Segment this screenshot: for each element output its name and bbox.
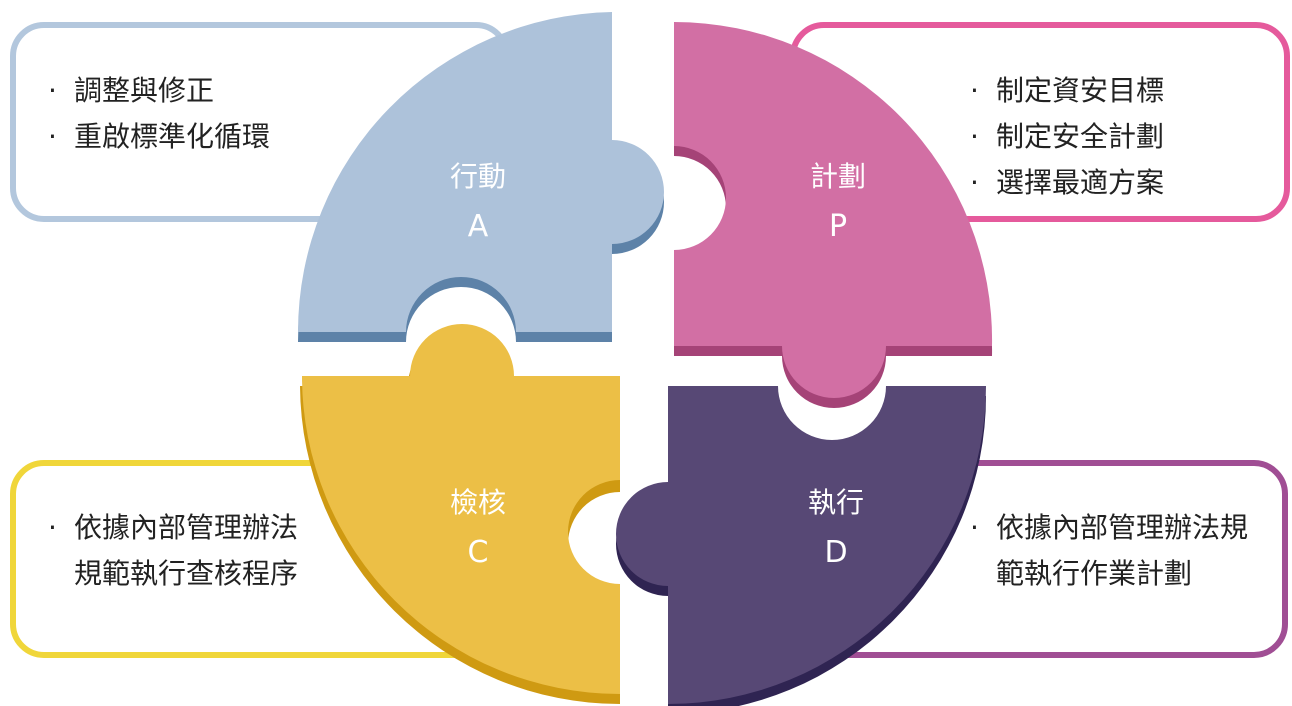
list-item: 依據內部管理辦法規範執行作業計劃 (970, 505, 1270, 597)
act-name: 行動 (450, 160, 506, 193)
list-item: 重啟標準化循環 (48, 114, 270, 160)
act-piece-face (298, 12, 664, 332)
plan-piece (674, 21, 993, 408)
act-list: 調整與修正 重啟標準化循環 (48, 68, 270, 160)
check-piece (300, 324, 620, 704)
check-list: 依據內部管理辦法規範執行查核程序 (48, 505, 318, 597)
do-letter: D (824, 535, 847, 570)
list-item: 依據內部管理辦法規範執行查核程序 (48, 505, 318, 597)
do-list: 依據內部管理辦法規範執行作業計劃 (970, 505, 1270, 597)
list-item: 制定安全計劃 (970, 114, 1164, 160)
plan-piece-face (674, 21, 993, 398)
plan-letter: P (829, 209, 847, 244)
act-letter: A (468, 209, 489, 244)
list-item: 選擇最適方案 (970, 160, 1164, 206)
do-piece-face (616, 386, 986, 704)
check-piece-face (302, 324, 620, 694)
act-piece (298, 12, 664, 342)
check-letter: C (468, 535, 489, 570)
do-name: 執行 (808, 486, 864, 519)
list-item: 制定資安目標 (970, 68, 1164, 114)
plan-name: 計劃 (810, 160, 866, 193)
do-piece (616, 386, 986, 706)
list-item: 調整與修正 (48, 68, 270, 114)
plan-list: 制定資安目標 制定安全計劃 選擇最適方案 (970, 68, 1164, 206)
check-name: 檢核 (450, 486, 506, 519)
